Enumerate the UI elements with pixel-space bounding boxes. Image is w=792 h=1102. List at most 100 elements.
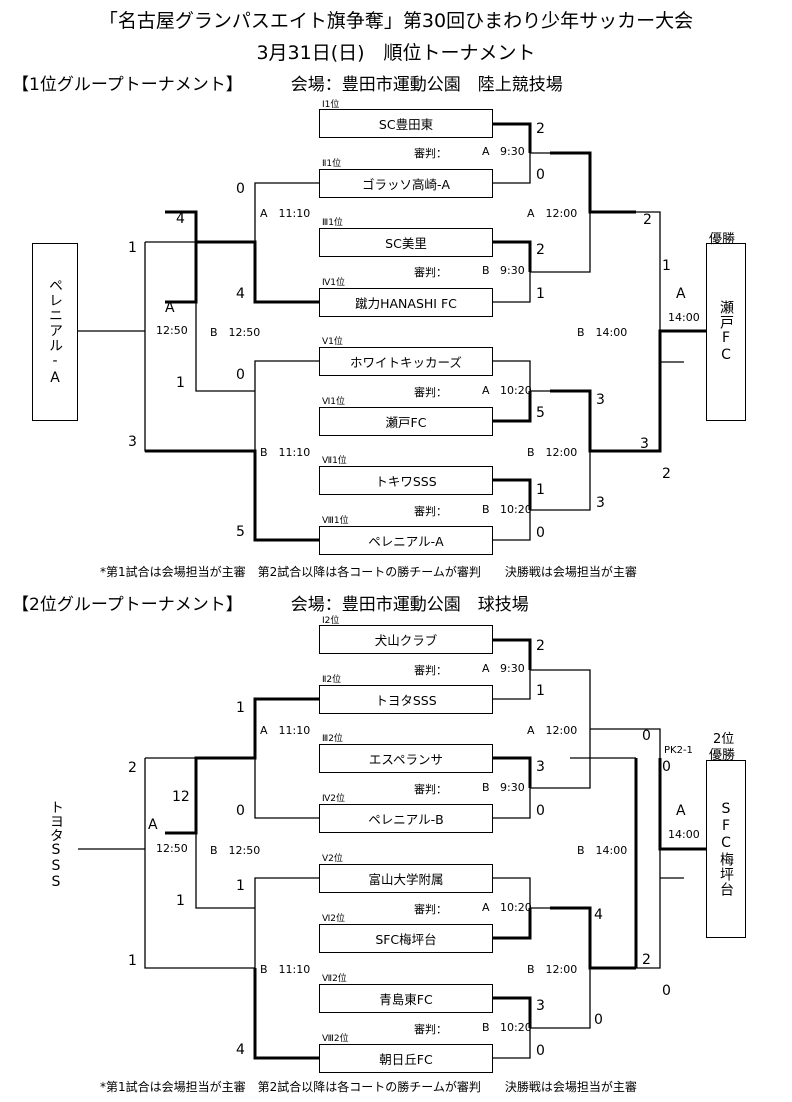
g2-qf-left-1-score-top: 1	[236, 700, 245, 716]
g2-sf-left-court: A	[148, 817, 158, 833]
g2-r1-1-score-bottom: 1	[536, 683, 545, 699]
g2-pk-result: PK2-1	[664, 745, 693, 756]
group1-venue: 会場：豊田市運動公園 陸上競技場	[290, 75, 563, 95]
g2-rank-5: Ⅴ2位	[322, 854, 343, 864]
g2-team-7: 青島東FC	[319, 984, 493, 1013]
g1-qf-left-1-score-bottom: 4	[236, 286, 245, 302]
group1-title: 【1位グループトーナメント】	[12, 75, 243, 95]
g1-team-5: ホワイトキッカーズ	[319, 347, 493, 376]
g1-r1-4-score-top: 1	[536, 482, 545, 498]
g1-r1-4-court: B	[482, 503, 490, 516]
g2-sf-right-score-mid: 0	[662, 759, 671, 775]
g2-rank-2: Ⅱ2位	[322, 675, 342, 685]
g2-r1-3-time: 10:20	[500, 901, 532, 914]
g2-champion-box: SFC梅坪台	[706, 760, 746, 938]
g1-r1-4-time: 10:20	[500, 503, 532, 516]
g1-r1-1-referee: 審判：	[414, 147, 447, 160]
g2-team-6: SFC梅坪台	[319, 924, 493, 953]
g1-r1-4-referee: 審判：	[414, 505, 447, 518]
g2-final-time: 14:00	[668, 828, 700, 841]
g2-r1-3-court: A	[482, 901, 490, 914]
g2-r1-2-referee: 審判：	[414, 783, 447, 796]
g2-outer-left-score-bottom: 1	[128, 953, 137, 969]
g2-sf-right-score-top: 0	[642, 728, 651, 744]
g2-qf-left-2-score-bottom: 4	[236, 1042, 245, 1058]
g1-sf-right-score-mid: 1	[662, 258, 671, 274]
g2-r1-4-time: 10:20	[500, 1021, 532, 1034]
g1-rank-4: Ⅳ1位	[322, 278, 346, 288]
g2-sf-left-label-b: B 12:50	[210, 844, 261, 857]
g2-final-court: A	[676, 803, 686, 819]
g1-team-4: 蹴力HANASHI FC	[319, 288, 493, 317]
group2-venue: 会場：豊田市運動公園 球技場	[290, 595, 529, 615]
g1-champion-box: 瀬戸FC	[706, 243, 746, 421]
g2-r1-2-score-bottom: 0	[536, 803, 545, 819]
g2-team-4: ペレニアル-B	[319, 804, 493, 833]
g1-r1-1-court: A	[482, 145, 490, 158]
g1-r1-1-time: 9:30	[500, 145, 525, 158]
g1-r1-2-time: 9:30	[500, 264, 525, 277]
g1-r1-3-score-bottom: 5	[536, 405, 545, 421]
g2-winner-label-2: 優勝	[709, 748, 736, 763]
g2-team-3: エスペランサ	[319, 744, 493, 773]
g1-sf-left-score-bottom: 1	[176, 375, 185, 391]
g1-qf-right-2-label: B 12:00	[527, 446, 578, 459]
g1-r1-1-score-bottom: 0	[536, 167, 545, 183]
title-line-1: 「名古屋グランパスエイト旗争奪」第30回ひまわり少年サッカー大会	[98, 10, 694, 32]
g1-sf-left-score-top: 4	[176, 211, 185, 227]
g2-note: *第1試合は会場担当が主審 第2試合以降は各コートの勝チームが審判 決勝戦は会場…	[100, 1080, 637, 1094]
g1-r1-2-referee: 審判：	[414, 266, 447, 279]
g2-r1-2-time: 9:30	[500, 781, 525, 794]
g1-team-6: 瀬戸FC	[319, 407, 493, 436]
g2-qf-right-2-score-bottom: 0	[594, 1012, 603, 1028]
g1-left-team-box: ペレニアル-A	[32, 243, 78, 421]
g2-sf-right-score-bottom: 0	[662, 983, 671, 999]
g1-team-8: ペレニアル-A	[319, 526, 493, 555]
g2-r1-4-court: B	[482, 1021, 490, 1034]
g1-r1-3-court: A	[482, 384, 490, 397]
title-line-2: 3月31日(日) 順位トーナメント	[256, 42, 536, 64]
g1-sf-right-score-top: 2	[643, 212, 652, 228]
group2-header: 【2位グループトーナメント】会場：豊田市運動公園 球技場	[12, 590, 529, 615]
g1-r1-2-score-top: 2	[536, 242, 545, 258]
g1-sf-right-score-low: 3	[640, 436, 649, 452]
g2-sf-right-score-low: 2	[642, 952, 651, 968]
g1-qf-left-2-score-top: 0	[236, 367, 245, 383]
g1-r1-2-court: B	[482, 264, 490, 277]
g2-r1-2-score-top: 3	[536, 759, 545, 775]
g1-sf-left-label-b: B 12:50	[210, 326, 261, 339]
g2-sf-left-score-bottom: 1	[176, 893, 185, 909]
g2-rank-3: Ⅲ2位	[322, 734, 343, 744]
g1-team-1: SC豊田東	[319, 109, 493, 138]
g2-qf-left-2-label: B 11:10	[260, 963, 311, 976]
g1-qf-left-1-label: A 11:10	[260, 207, 311, 220]
g1-rank-7: Ⅶ1位	[322, 456, 347, 466]
g2-r1-3-referee: 審判：	[414, 903, 447, 916]
g2-r1-4-referee: 審判：	[414, 1023, 447, 1036]
g1-team-7: トキワSSS	[319, 466, 493, 495]
g1-r1-4-score-bottom: 0	[536, 525, 545, 541]
g1-final-time: 14:00	[668, 311, 700, 324]
g2-rank-1: Ⅰ2位	[322, 616, 340, 626]
g1-outer-left-score-top: 1	[128, 240, 137, 256]
g2-qf-right-1-label: A 12:00	[527, 724, 578, 737]
g2-rank-7: Ⅶ2位	[322, 974, 347, 984]
g1-rank-8: Ⅷ1位	[322, 516, 349, 526]
g1-sf-right-score-bottom: 2	[662, 466, 671, 482]
g2-qf-left-1-label: A 11:10	[260, 724, 311, 737]
group1-header: 【1位グループトーナメント】 会場：豊田市運動公園 陸上競技場	[12, 70, 563, 95]
g2-rank-8: Ⅷ2位	[322, 1034, 349, 1044]
g1-rank-1: Ⅰ1位	[322, 100, 340, 110]
g2-r1-3-score-bottom: 4	[594, 907, 603, 923]
g1-rank-6: Ⅵ1位	[322, 397, 346, 407]
g2-sf-left-score-top: 12	[172, 789, 190, 805]
g2-team-2: トヨタSSS	[319, 685, 493, 714]
g1-r1-2-score-bottom: 1	[536, 286, 545, 302]
g1-note: *第1試合は会場担当が主審 第2試合以降は各コートの勝チームが審判 決勝戦は会場…	[100, 565, 637, 579]
g1-r1-3-referee: 審判：	[414, 386, 447, 399]
g2-team-8: 朝日丘FC	[319, 1044, 493, 1073]
g2-qf-left-2-score-top: 1	[236, 878, 245, 894]
g2-r1-4-score-top: 3	[536, 998, 545, 1014]
g2-r1-1-time: 9:30	[500, 662, 525, 675]
g2-r1-1-referee: 審判：	[414, 664, 447, 677]
